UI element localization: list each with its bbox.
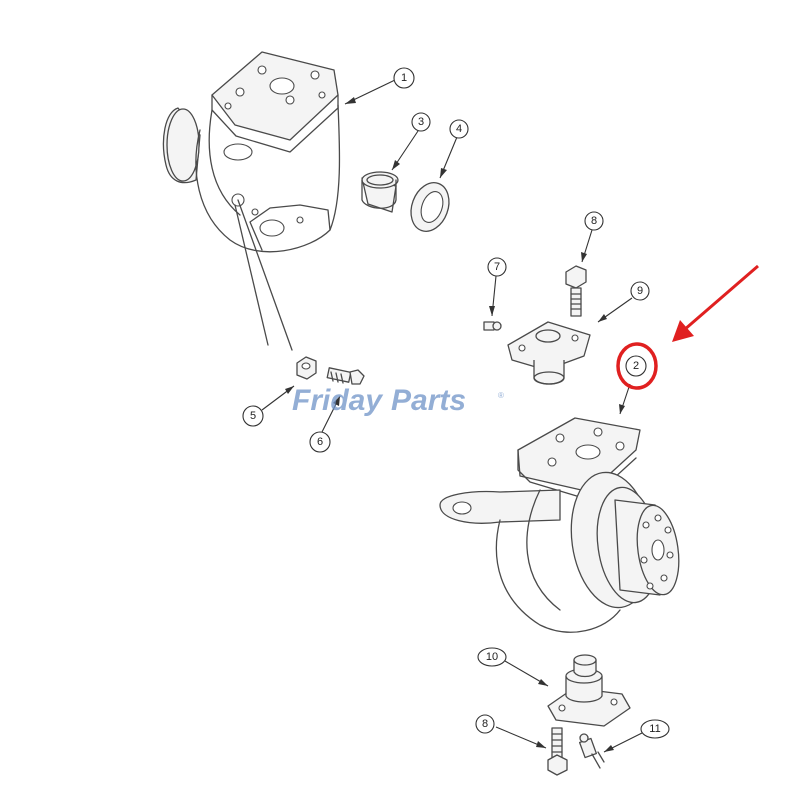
lower-ball-joint-part [547,654,631,727]
callout-2-label: 2 [633,360,639,372]
grease-fitting-part-11 [578,733,605,769]
callout-4: 4 [449,119,469,139]
callout-11-label: 11 [649,723,660,735]
callout-9-label: 9 [637,285,643,297]
bolt-part-8-bottom [547,727,568,776]
seal-ring-part [410,182,450,232]
callout-1: 1 [393,67,415,89]
callout-6: 6 [309,431,331,453]
callout-4-label: 4 [456,123,462,135]
callout-2: 2 [625,355,647,377]
callout-5: 5 [242,405,264,427]
callout-8-top-label: 8 [591,215,597,227]
callout-5-label: 5 [250,410,256,422]
grease-fitting-part [483,321,502,331]
leader-lines [261,79,645,753]
callout-7-label: 7 [494,261,500,273]
knuckle-housing-part [162,51,341,351]
callout-8-bottom: 8 [475,714,495,734]
watermark-registered-mark: ® [498,391,504,400]
highlight-circle [616,342,658,390]
nut-part [296,356,317,380]
callout-10: 10 [477,647,507,667]
callout-8-top: 8 [584,211,604,231]
steering-knuckle-part [439,417,680,633]
callout-8-bottom-label: 8 [482,718,488,730]
watermark-logo: Friday Parts ® [292,384,504,417]
callout-9: 9 [630,281,650,301]
bolt-part-6 [326,367,365,385]
callout-6-label: 6 [317,436,323,448]
callout-10-label: 10 [486,651,498,663]
callout-7: 7 [487,257,507,277]
watermark-friday: Friday [292,384,383,417]
callout-3-label: 3 [418,116,424,128]
watermark-parts: Parts [391,384,466,417]
bolt-part-8-top [565,265,587,317]
callout-11: 11 [640,719,670,739]
callout-3: 3 [411,112,431,132]
highlight-arrow-head [672,320,694,342]
bushing-part [361,171,399,213]
highlight-annotation [616,264,759,390]
highlight-arrow-line [683,264,759,332]
callout-1-label: 1 [401,72,407,84]
upper-ball-joint-part [507,321,591,385]
